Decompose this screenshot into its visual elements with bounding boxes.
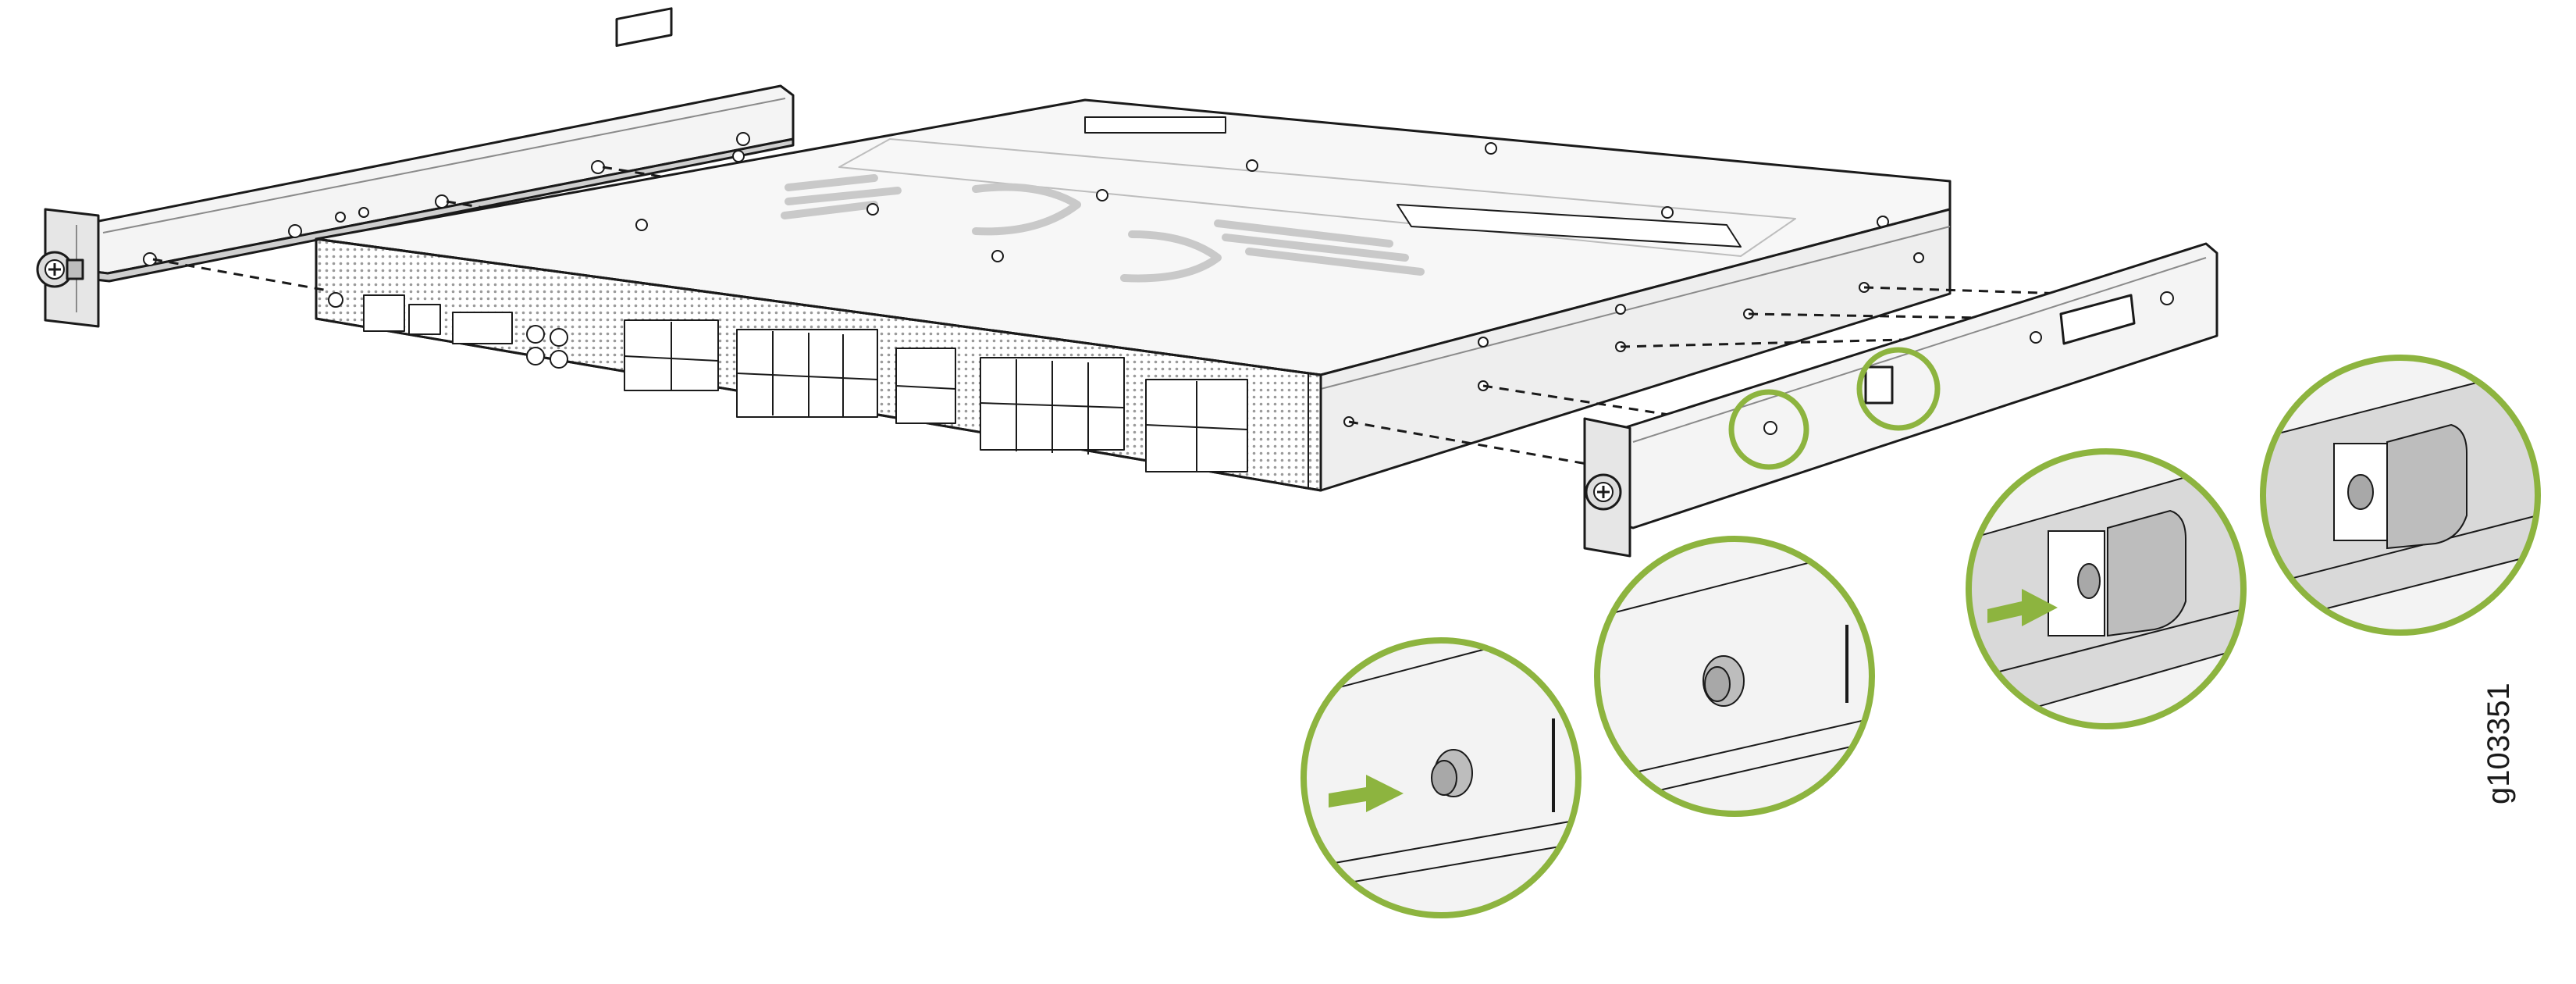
push-arrow-icon xyxy=(1987,589,2058,626)
switch-chassis xyxy=(315,98,1952,492)
callout-latch-seated xyxy=(2260,355,2541,636)
left-rail-keyholes xyxy=(143,132,750,266)
management-ports xyxy=(363,294,513,344)
standoff-highlight-ring xyxy=(1728,389,1809,470)
figure-id-label: g103351 xyxy=(2482,683,2516,804)
left-captive-screw xyxy=(36,251,84,288)
callout-latch-insert xyxy=(1966,448,2247,729)
right-captive-screw xyxy=(1585,473,1622,511)
push-arrow-icon xyxy=(1329,775,1404,812)
left-mounting-rail xyxy=(36,7,795,328)
callout-standoff-insert xyxy=(1300,637,1582,918)
top-cover-screws xyxy=(635,142,1889,262)
right-mounting-rail xyxy=(1583,242,2218,558)
logo-watermark xyxy=(781,174,1425,283)
rail-highlight-rings xyxy=(1728,347,1941,470)
optical-port-cages xyxy=(624,319,1248,472)
clock-connectors xyxy=(526,325,568,369)
latch-highlight-ring xyxy=(1856,347,1941,431)
callout-standoff-seated xyxy=(1594,536,1875,817)
